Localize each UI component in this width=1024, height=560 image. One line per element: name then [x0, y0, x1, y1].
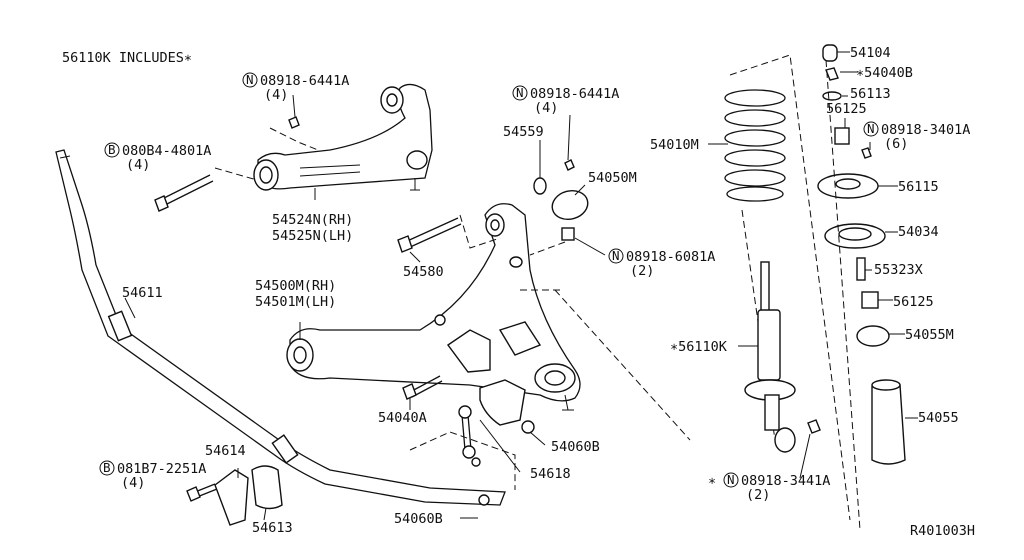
- label-54525n: 54525N(LH): [272, 228, 353, 244]
- nut-symbol-icon-letter: N: [867, 121, 875, 136]
- nut-symbol-icon: [242, 72, 258, 88]
- bolt-symbol-icon-letter: B: [108, 142, 116, 157]
- label-56115: 56115: [898, 179, 939, 195]
- label-08918-6441a-lower-qty: (4): [534, 100, 558, 116]
- label-56125-mid: 56125: [893, 294, 934, 310]
- lower-arm-drawing: [286, 203, 581, 434]
- bolt-54040a-drawing: [402, 375, 443, 400]
- label-08918-3401a: 08918-3401A: [881, 122, 970, 138]
- label-54524n: 54524N(RH): [272, 212, 353, 228]
- includes-note: 56110K INCLUDES∗: [62, 50, 192, 66]
- label-08918-6441a-upper: 08918-6441A: [260, 73, 349, 89]
- label-54040a: 54040A: [378, 410, 427, 426]
- label-080b4-4801a-qty: (4): [126, 157, 150, 173]
- nut-symbol-icon: [723, 472, 739, 488]
- bolt-symbol-icon-letter: B: [103, 460, 111, 475]
- label-56110k: ∗56110K: [670, 339, 728, 355]
- label-54580: 54580: [403, 264, 444, 280]
- bracket-bushing-drawing: [186, 465, 283, 526]
- shock-absorber-drawing: [744, 261, 821, 453]
- leader-lines: [124, 51, 918, 521]
- label-54611: 54611: [122, 285, 163, 301]
- bolt-symbol-icon: [104, 142, 120, 158]
- label-54500m: 54500M(RH): [255, 278, 336, 294]
- part-labels: 54104 ∗54040B 56113 56125 N 08918-3401A …: [99, 45, 970, 536]
- nut-symbol-icon-letter: N: [516, 85, 524, 100]
- strut-mount-stack-drawing: [817, 44, 906, 465]
- coil-spring-drawing: [724, 89, 786, 202]
- label-08918-3441a: 08918-3441A: [741, 473, 830, 489]
- label-08918-3401a-qty: (6): [884, 136, 908, 152]
- label-54104: 54104: [850, 45, 891, 61]
- upper-arm-drawing: [253, 83, 433, 191]
- nut-symbol-icon: [512, 85, 528, 101]
- label-54559: 54559: [503, 124, 544, 140]
- label-54618: 54618: [530, 466, 571, 482]
- label-54060b-upper: 54060B: [551, 439, 600, 455]
- label-080b4-4801a: 080B4-4801A: [122, 143, 211, 159]
- label-08918-6441a-lower: 08918-6441A: [530, 86, 619, 102]
- lower-arm-bolt-drawing: [397, 217, 462, 253]
- stabilizer-bar-drawing: [55, 149, 506, 506]
- label-08918-3441a-star: ∗: [708, 473, 716, 489]
- label-54055m: 54055M: [905, 327, 954, 343]
- label-56113: 56113: [850, 86, 891, 102]
- label-54060b-lower: 54060B: [394, 511, 443, 527]
- label-08918-3441a-qty: (2): [746, 487, 770, 503]
- nut-symbol-icon-letter: N: [727, 472, 735, 487]
- label-08918-6081a: 08918-6081A: [626, 249, 715, 265]
- label-54040b: ∗54040B: [856, 65, 913, 81]
- label-081b7-2251a: 081B7-2251A: [117, 461, 206, 477]
- upper-arm-bolt-drawing: [154, 174, 214, 212]
- diagram-code: R401003H: [910, 523, 975, 539]
- nut-symbol-icon-letter: N: [612, 248, 620, 263]
- label-54010m: 54010M: [650, 137, 699, 153]
- label-081b7-2251a-qty: (4): [121, 475, 145, 491]
- label-54050m: 54050M: [588, 170, 637, 186]
- bolt-symbol-icon: [99, 460, 115, 476]
- label-54055: 54055: [918, 410, 959, 426]
- stabilizer-link-drawing: [458, 405, 481, 467]
- label-54034: 54034: [898, 224, 939, 240]
- label-54614: 54614: [205, 443, 246, 459]
- label-56125-top: 56125: [826, 101, 867, 117]
- label-08918-6441a-upper-qty: (4): [264, 87, 288, 103]
- label-54613: 54613: [252, 520, 293, 536]
- nut-symbol-icon: [863, 121, 879, 137]
- label-55323x: 55323X: [874, 262, 923, 278]
- nut-symbol-icon-letter: N: [246, 72, 254, 87]
- label-54501m: 54501M(LH): [255, 294, 336, 310]
- label-08918-6081a-qty: (2): [630, 263, 654, 279]
- nut-symbol-icon: [608, 248, 624, 264]
